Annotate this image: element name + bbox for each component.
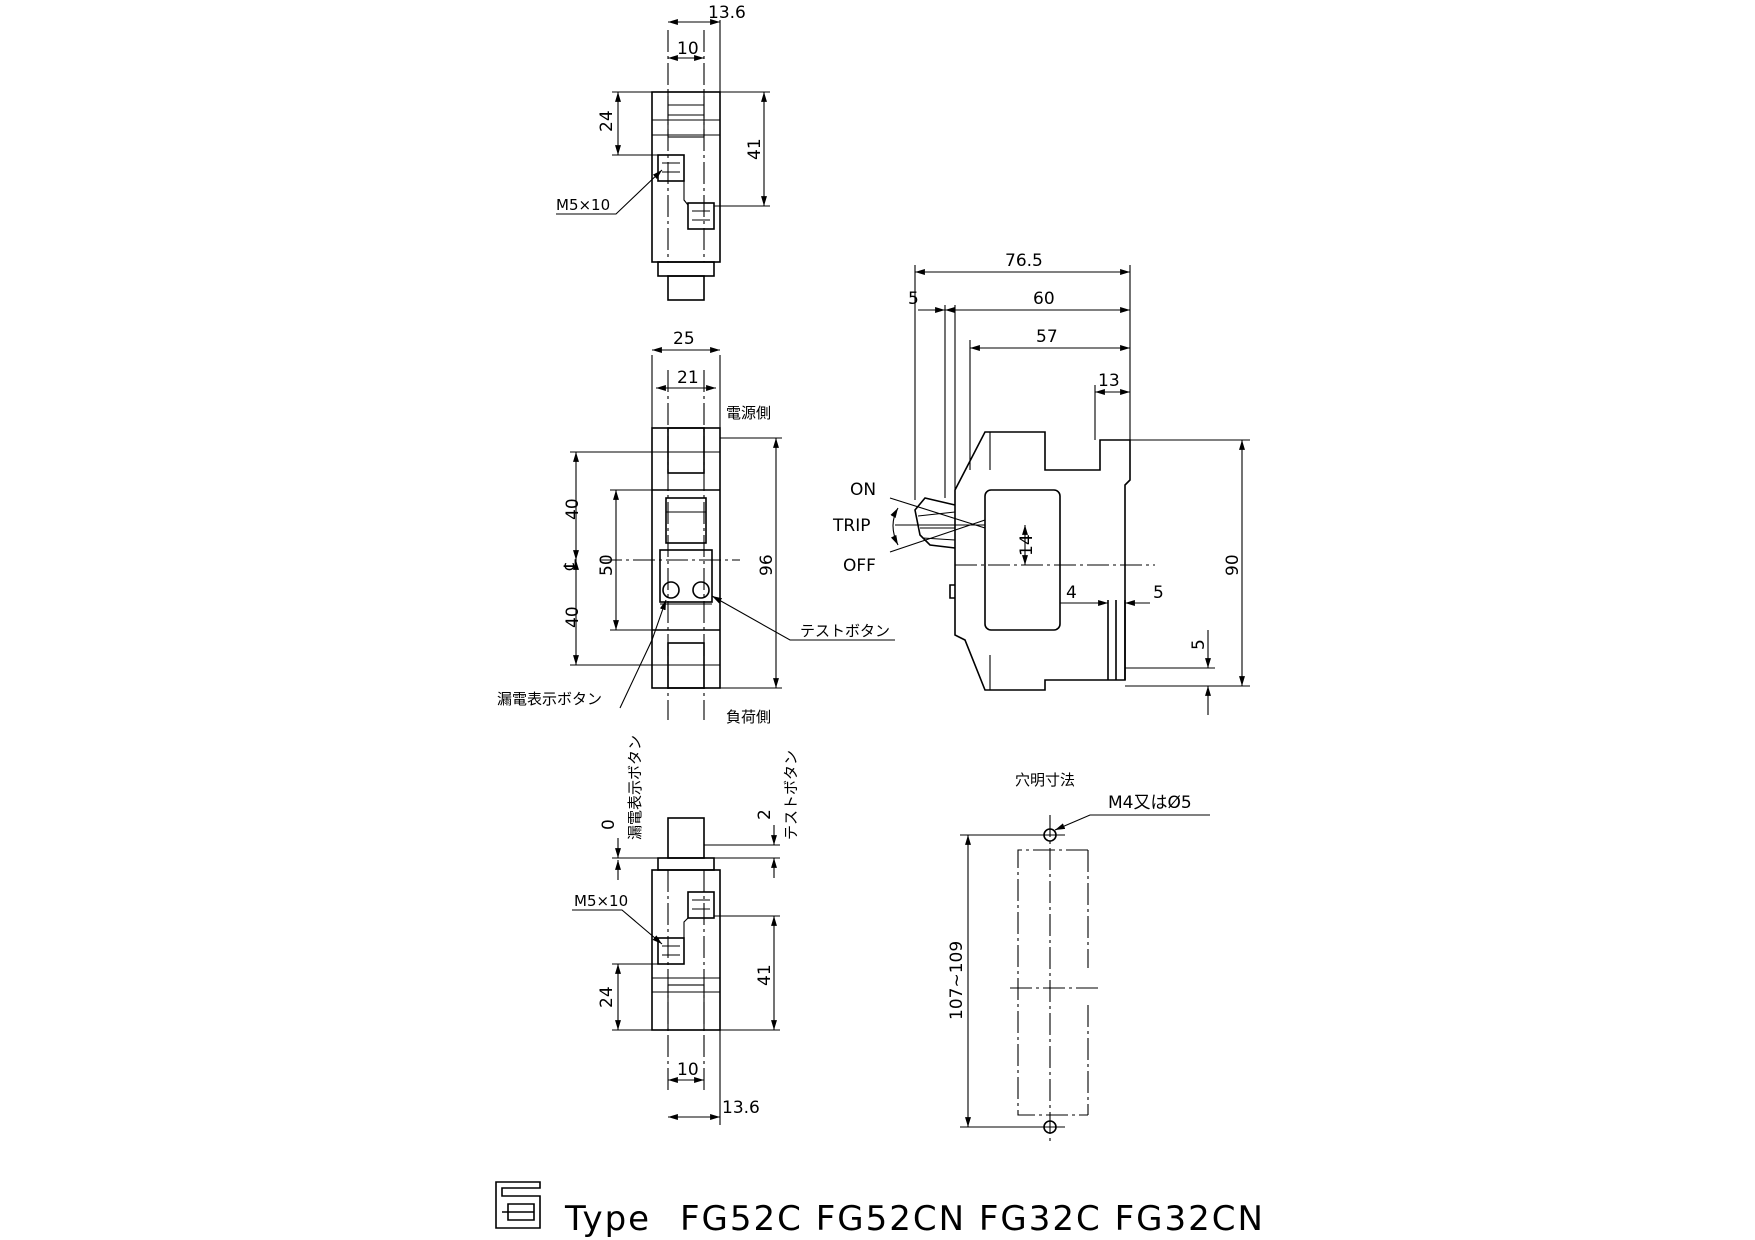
front-dim-40-upper: 40 <box>563 498 583 520</box>
bottom-dim-41: 41 <box>755 964 775 986</box>
leak-button-label: 漏電表示ボタン <box>497 690 602 708</box>
bottom-dim-0: 0 <box>599 819 619 830</box>
bottom-test-label: テストボタン <box>782 750 800 840</box>
side-dim-5-top: 5 <box>908 289 919 309</box>
side-dim-13: 13 <box>1098 371 1120 391</box>
bottom-view: 0 漏電表示ボタン 2 テストボタン M5×10 24 41 10 13.6 <box>572 735 800 1125</box>
handle-off-label: OFF <box>843 556 876 576</box>
top-screw-label: M5×10 <box>556 196 610 214</box>
handle-on-label: ON <box>850 480 876 500</box>
front-dim-40-lower: 40 <box>563 606 583 628</box>
load-side-label: 負荷側 <box>726 708 771 726</box>
bottom-leak-label: 漏電表示ボタン <box>626 735 644 840</box>
centerline-mark: ℄ <box>561 559 581 571</box>
title-block: Type FG52C FG52CN FG32C FG32CN <box>495 1181 1265 1239</box>
side-dim-90: 90 <box>1223 554 1243 576</box>
front-dim-25: 25 <box>673 329 695 349</box>
bottom-dim-13-6: 13.6 <box>722 1098 760 1118</box>
side-view: 76.5 60 5 57 13 90 14 4 5 5 ON TRIP OFF <box>832 251 1250 715</box>
front-dim-96: 96 <box>757 554 777 576</box>
hole-spec-label: M4又はØ5 <box>1108 793 1192 813</box>
top-dim-13-6: 13.6 <box>708 3 746 23</box>
side-dim-60: 60 <box>1033 289 1055 309</box>
type-label: Type <box>564 1199 651 1239</box>
line-side-label: 電源側 <box>726 404 771 422</box>
front-view: 25 21 電源側 負荷側 40 40 50 96 ℄ テストボタン 漏電表示ボ… <box>497 329 895 726</box>
top-dim-10: 10 <box>677 39 699 59</box>
side-dim-5-right: 5 <box>1153 583 1164 603</box>
bottom-dim-10: 10 <box>677 1060 699 1080</box>
bottom-dim-24: 24 <box>597 986 617 1008</box>
test-button-label: テストボタン <box>800 622 890 640</box>
top-dim-24: 24 <box>597 110 617 132</box>
side-dim-5-bottom: 5 <box>1189 639 1209 650</box>
side-dim-4: 4 <box>1066 583 1077 603</box>
bottom-dim-2: 2 <box>755 809 775 820</box>
top-dim-41: 41 <box>745 138 765 160</box>
handle-trip-label: TRIP <box>832 516 870 536</box>
model-names: FG52C FG52CN FG32C FG32CN <box>680 1199 1265 1239</box>
brand-logo-icon <box>495 1181 541 1229</box>
side-dim-14: 14 <box>1017 534 1037 556</box>
side-dim-57: 57 <box>1036 327 1058 347</box>
front-dim-50: 50 <box>597 554 617 576</box>
mounting-hole-view: 穴明寸法 M4又はØ5 107~109 <box>947 771 1210 1145</box>
top-view: 13.6 10 24 41 M5×10 <box>556 3 770 301</box>
mounting-pitch-dim: 107~109 <box>947 941 967 1020</box>
front-dim-21: 21 <box>677 368 699 388</box>
side-dim-76-5: 76.5 <box>1005 251 1043 271</box>
mounting-heading: 穴明寸法 <box>1015 771 1075 789</box>
bottom-screw-label: M5×10 <box>574 892 628 910</box>
